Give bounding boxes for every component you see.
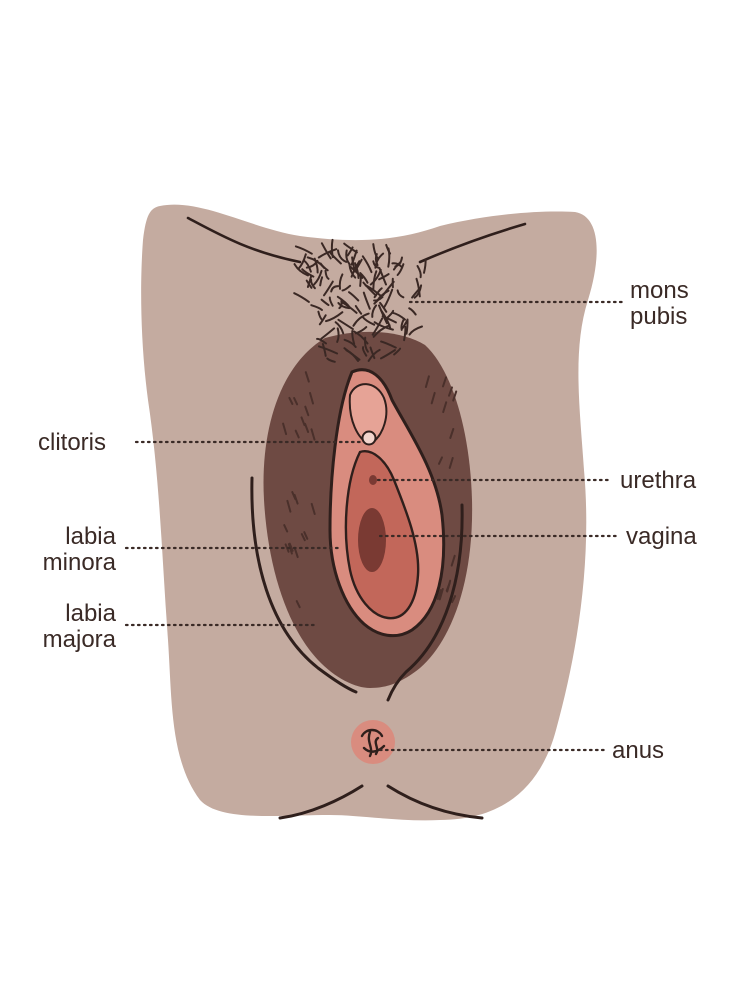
hair-stroke <box>332 240 333 257</box>
label-mons-pubis-line1: mons <box>630 277 689 304</box>
clitoris-glans <box>363 432 376 445</box>
label-labia-minora-line2: minora <box>43 549 117 576</box>
hair-stroke <box>388 248 389 266</box>
hair-stroke <box>360 275 361 286</box>
label-vagina: vagina <box>626 523 697 550</box>
label-anus: anus <box>612 737 664 764</box>
label-labia-majora-line1: labia <box>65 600 116 627</box>
urethra-opening <box>369 475 377 485</box>
label-labia-minora-line1: labia <box>65 523 116 550</box>
label-clitoris: clitoris <box>38 429 106 456</box>
vaginal-opening <box>358 508 386 572</box>
label-labia-majora-line2: majora <box>43 626 117 653</box>
anus-shape <box>351 720 395 764</box>
label-mons-pubis-line2: pubis <box>630 303 687 330</box>
label-urethra: urethra <box>620 467 697 494</box>
